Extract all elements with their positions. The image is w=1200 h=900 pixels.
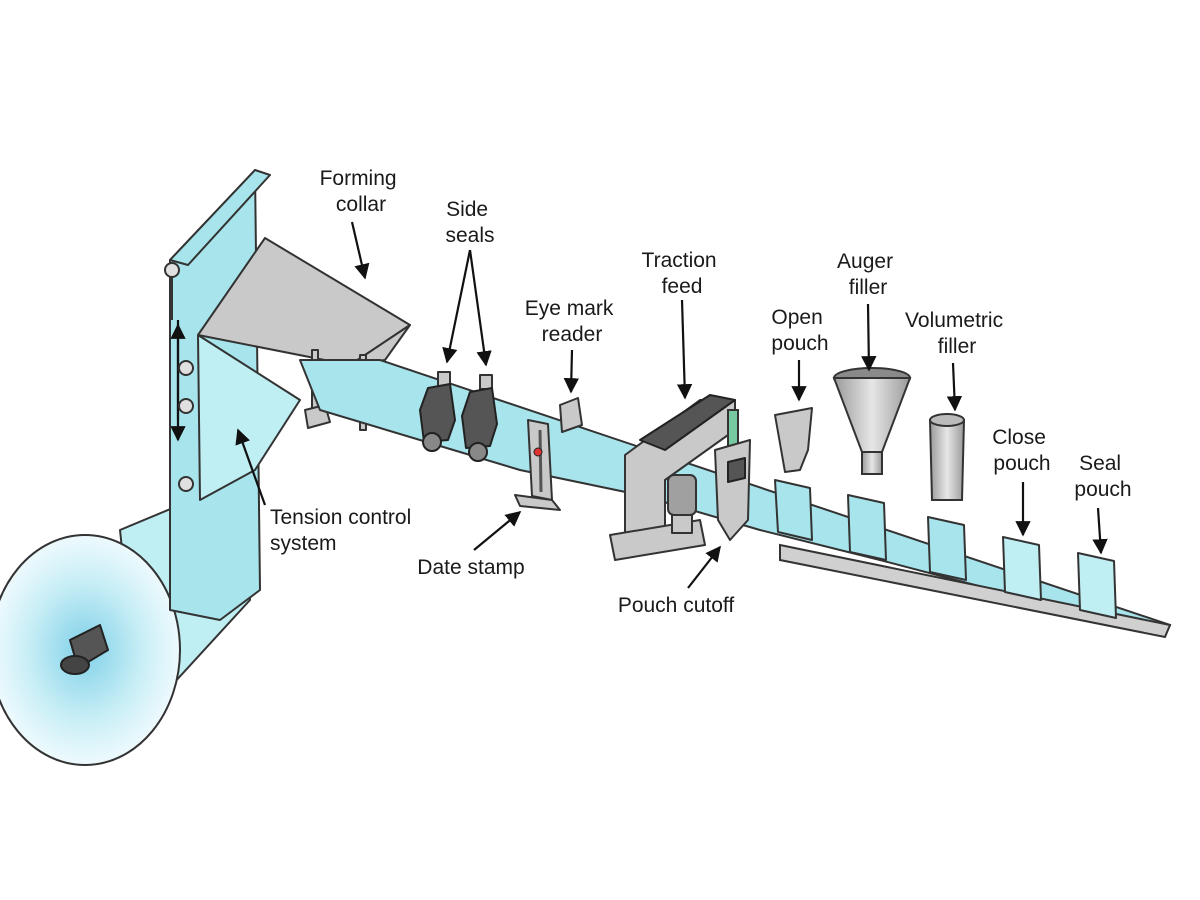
open-pouch-funnel [774,407,813,473]
date-stamp-unit [514,419,561,511]
label-side-seals: Side seals [445,198,494,247]
collar-film [197,334,301,501]
side-seal-units [419,371,498,462]
arrow-side-seal-2 [468,249,492,367]
arrow-pouch-cutoff [687,545,721,589]
pouch [847,494,887,561]
label-tension-control: Tension control system [270,506,417,555]
arrow-traction-feed [676,299,693,400]
label-pouch-cutoff: Pouch cutoff [618,594,735,617]
roller [178,398,194,414]
auger-filler-unit [832,367,912,475]
label-seal-pouch: Seal pouch [1074,452,1131,501]
volumetric-filler-unit [928,413,966,501]
roller [164,262,180,278]
arrow-tension-control [235,428,267,506]
pouch [1077,552,1117,619]
label-auger-filler: Auger filler [837,250,899,299]
label-eye-mark-reader: Eye mark reader [525,297,620,346]
side-seal [461,374,498,462]
callout-arrows [235,221,1108,589]
pouch [774,479,813,541]
pouch [927,516,967,581]
roller [178,360,194,376]
label-date-stamp: Date stamp [417,556,524,579]
label-close-pouch: Close pouch [992,426,1052,475]
arrow-forming-collar [350,221,370,280]
film-top-edge [169,169,271,266]
arrow-side-seal-1 [442,249,472,364]
arrow-date-stamp [473,511,522,551]
pouch [1002,536,1042,601]
roller [178,476,194,492]
arrow-seal-pouch [1092,507,1108,555]
pouch-cutoff-blade [714,439,751,541]
label-forming-collar: Forming collar [320,167,403,216]
label-open-pouch: Open pouch [771,306,828,355]
roll-shaft [60,655,90,675]
label-volumetric-filler: Volumetric filler [905,309,1009,358]
traction-feed-unit [609,394,739,561]
label-traction-feed: Traction feed [642,249,723,298]
arrow-auger-filler [861,303,877,372]
arrow-eye-mark [563,349,580,394]
side-seal [419,371,456,452]
pouches [774,479,1117,619]
labels: Forming collar Side seals Eye mark reade… [270,167,1132,617]
arrow-volumetric-filler [946,362,963,412]
eye-mark-sensor [559,397,583,433]
